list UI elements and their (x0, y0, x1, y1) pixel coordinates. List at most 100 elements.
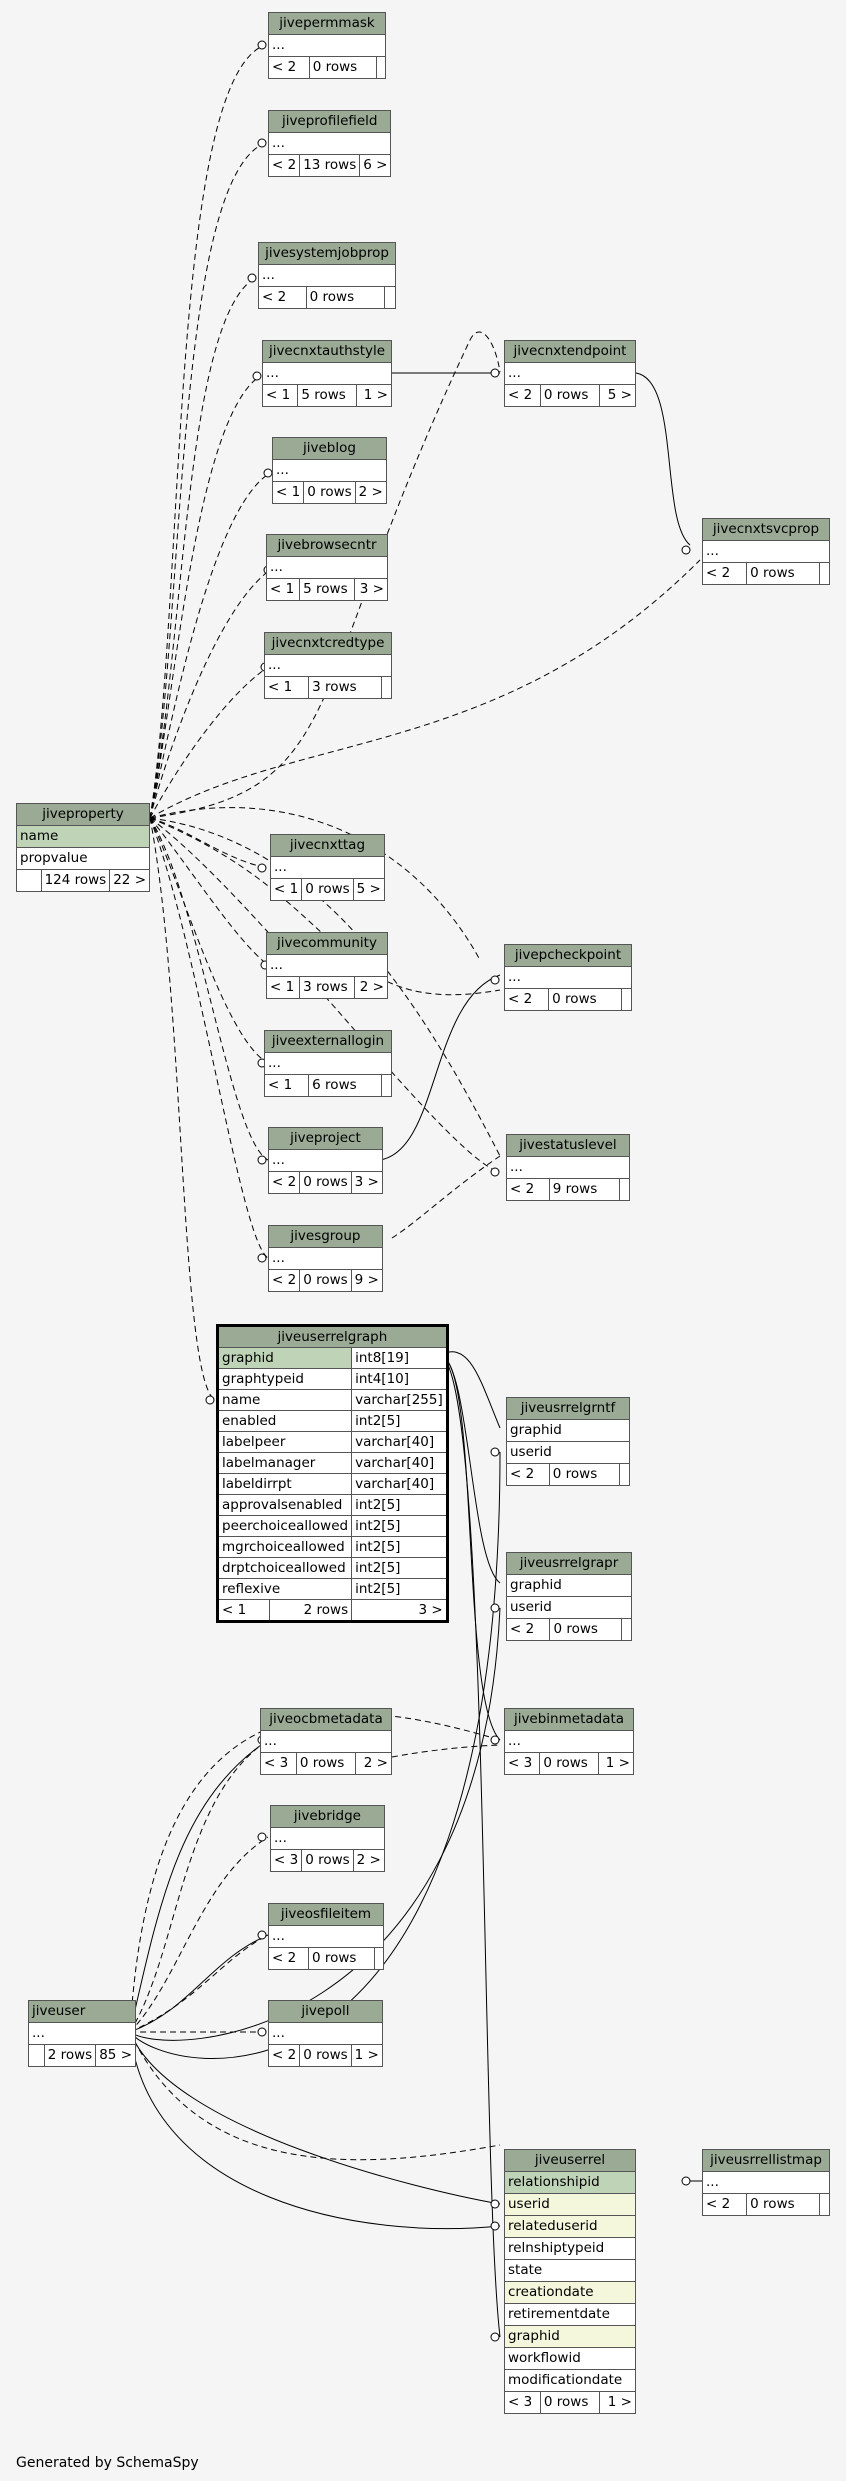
row-count: 0 rows (539, 2391, 601, 2414)
row-count: 124 rows (40, 869, 111, 892)
column-type: varchar[255] (351, 1389, 448, 1411)
parents-count: < 2 (701, 2193, 748, 2216)
children-count: 22 > (109, 869, 150, 892)
column-row: relationshipid (504, 2171, 636, 2194)
column-name: mgrchoiceallowed (216, 1536, 353, 1558)
column-name: approvalsenabled (216, 1494, 353, 1516)
row-count: 0 rows (305, 286, 386, 309)
table-title: jiveusrrellistmap (702, 2149, 830, 2172)
children-count (819, 562, 830, 585)
column-row: creationdate (504, 2281, 636, 2304)
column-row: ... (258, 264, 396, 287)
column-row: retirementdate (504, 2303, 636, 2326)
parents-count: < 2 (506, 1463, 550, 1486)
children-count: 2 > (354, 481, 387, 504)
children-count: 2 > (352, 1849, 385, 1872)
row-count: 0 rows (301, 878, 354, 901)
column-row: userid (506, 1596, 632, 1619)
column-type: int2[5] (351, 1494, 448, 1516)
children-count: 1 > (350, 2044, 383, 2067)
table-title: jivebinmetadata (504, 1708, 634, 1731)
parents-count: < 1 (265, 976, 301, 999)
table-title: jiveusrrelgrntf (506, 1397, 630, 1420)
parents-count: < 2 (258, 286, 307, 309)
row-count: 0 rows (539, 1752, 599, 1775)
column-row: relnshiptypeid (504, 2237, 636, 2260)
column-row: ... (504, 362, 636, 385)
children-count: 1 > (597, 1752, 635, 1775)
table-title: jivecnxtcredtype (264, 632, 392, 655)
row-count: 0 rows (549, 1618, 623, 1641)
children-count: 6 > (359, 154, 392, 177)
column-row: ... (268, 1247, 383, 1270)
column-name: peerchoiceallowed (216, 1515, 353, 1537)
table-title: jiveproject (268, 1127, 383, 1150)
row-count: 13 rows (299, 154, 361, 177)
column-row: relateduserid (504, 2215, 636, 2238)
column-name: enabled (216, 1410, 353, 1432)
column-row: userid (504, 2193, 636, 2216)
column-row: modificationdate (504, 2369, 636, 2392)
column-type: int2[5] (351, 1515, 448, 1537)
parents-count: < 2 (267, 154, 301, 177)
table-title: jivecnxttag (270, 834, 385, 857)
children-count: 9 > (350, 1269, 383, 1292)
table-title: jivesystemjobprop (258, 242, 396, 265)
column-row: ... (262, 362, 392, 385)
row-count: 0 rows (303, 481, 356, 504)
parents-count: < 1 (265, 578, 301, 601)
parents-count: < 2 (506, 1178, 550, 1201)
column-row: ... (268, 1149, 383, 1172)
column-row: propvalue (16, 847, 150, 870)
table-jiveuserrel[interactable]: jiveuserrel relationshipid userid relate… (504, 2149, 636, 2414)
column-type: int2[5] (351, 1557, 448, 1579)
row-count: 5 rows (297, 384, 357, 407)
children-count: 3 > (353, 578, 389, 601)
row-count: 0 rows (539, 384, 601, 407)
parents-count: < 2 (267, 1269, 301, 1292)
table-title: jiveuserrelgraph (217, 1325, 448, 1348)
column-row: ... (260, 1730, 392, 1753)
parents-count: < 2 (267, 1171, 301, 1194)
children-count: 1 > (355, 384, 393, 407)
column-type: int2[5] (351, 1410, 448, 1432)
column-row: ... (268, 34, 386, 57)
row-count: 0 rows (299, 2044, 352, 2067)
parents-count: < 1 (269, 878, 303, 901)
parents-count: < 1 (271, 481, 305, 504)
parents-count: < 2 (701, 562, 748, 585)
table-title: jivecommunity (266, 932, 388, 955)
parents-count: < 2 (503, 988, 550, 1011)
row-count: 0 rows (301, 1849, 354, 1872)
column-type: int8[19] (351, 1347, 448, 1369)
parents-count: < 1 (261, 384, 299, 407)
